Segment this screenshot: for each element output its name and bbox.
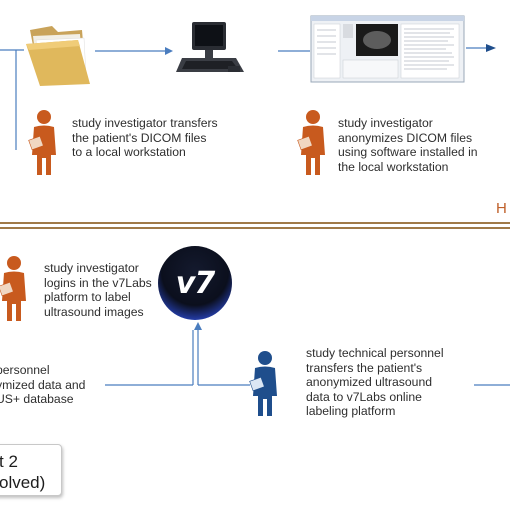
investigator-person-icon-3 (0, 256, 26, 321)
workstation-icon (176, 22, 244, 72)
caption-upload-v7labs: study technical personnel transfers the … (306, 346, 444, 419)
part-2-box: t 2 olved) (0, 444, 62, 496)
arrowhead-3 (194, 322, 202, 330)
section-divider-top (0, 222, 510, 224)
caption-transfer-dicom: study investigator transfers the patient… (72, 116, 218, 160)
section-side-label: H (496, 200, 507, 217)
investigator-person-icon (28, 110, 56, 175)
part-2-label: t 2 olved) (0, 452, 46, 492)
folder-icon (26, 26, 90, 86)
v7labs-logo-icon: v7 (158, 246, 232, 320)
arrowhead-1 (165, 47, 173, 55)
technical-person-icon (249, 351, 277, 416)
software-screenshot-icon (310, 15, 465, 83)
investigator-person-icon-2 (297, 110, 325, 175)
caption-login-v7labs: study investigator logins in the v7Labs … (44, 261, 152, 319)
caption-database: personnel ymized data and US+ database (0, 363, 86, 407)
logo-text: v7 (175, 265, 215, 301)
section-divider-bottom (0, 227, 510, 229)
arrowhead-2 (486, 44, 496, 52)
caption-anonymize-dicom: study investigator anonymizes DICOM file… (338, 116, 478, 174)
